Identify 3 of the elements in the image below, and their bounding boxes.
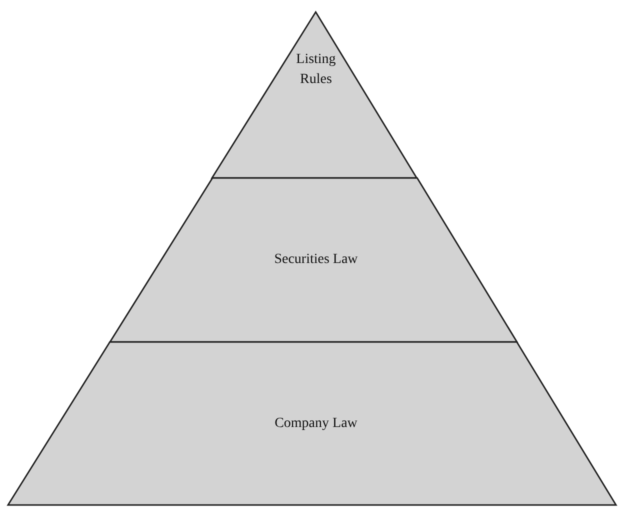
tier-label: Company Law <box>274 414 358 432</box>
tier-label: Listing Rules <box>295 51 337 89</box>
tier-label: Securities Law <box>273 251 359 269</box>
